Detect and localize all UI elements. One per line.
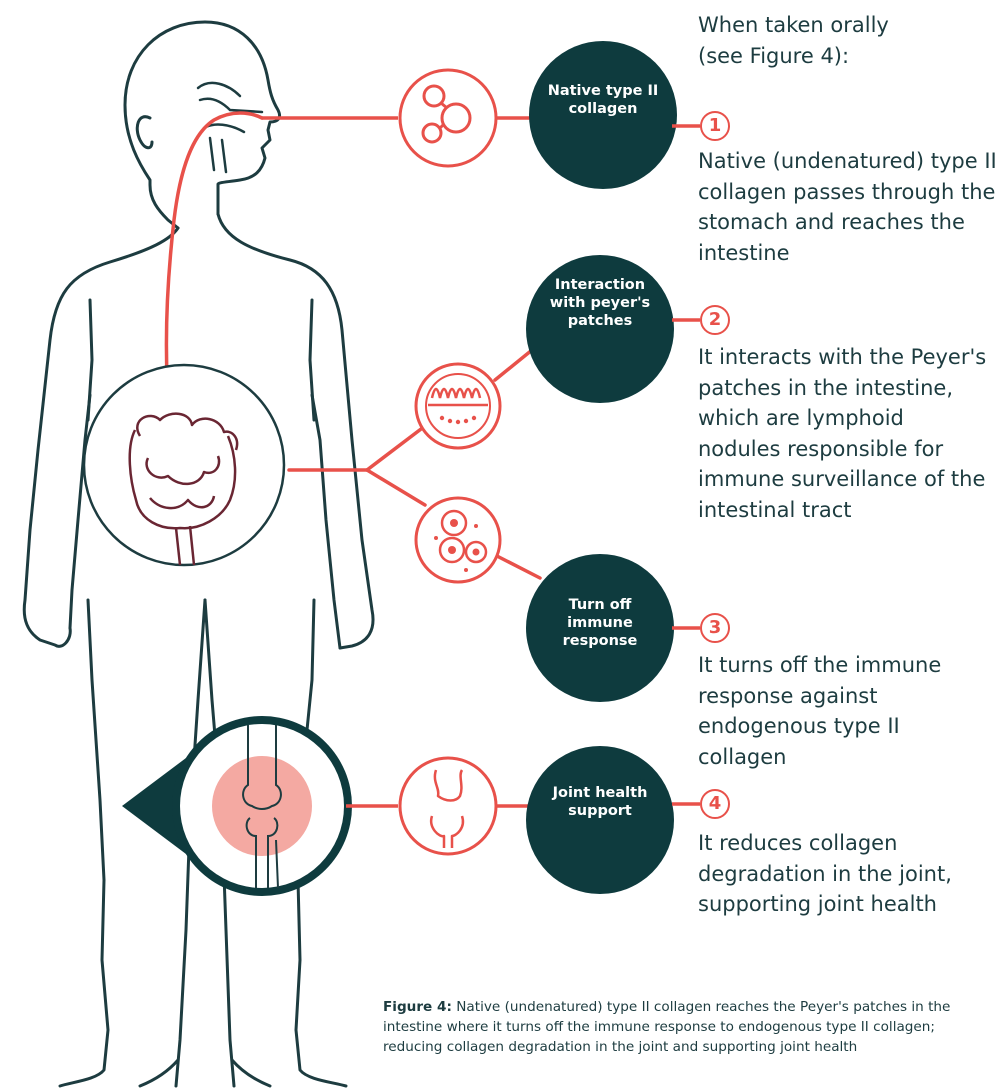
- step-text-3: It turns off the immune response against…: [698, 650, 958, 772]
- step-text-1: Native (undenatured) type II collagen pa…: [698, 146, 998, 268]
- figure-caption: Figure 4: Native (undenatured) type II c…: [383, 997, 993, 1057]
- collagen-molecule-icon: [400, 70, 496, 166]
- node-circle-joint: [526, 746, 674, 894]
- step-number-2: 2: [700, 305, 730, 335]
- mouth-detail: [198, 83, 262, 172]
- node-label-joint: Joint health support: [548, 784, 652, 820]
- step-number-1: 1: [700, 111, 730, 141]
- step-number-3: 3: [700, 613, 730, 643]
- connectors: [289, 118, 540, 806]
- intro-text: When taken orally (see Figure 4):: [698, 10, 898, 71]
- joint-icon: [400, 758, 496, 854]
- knee-inflammation: [212, 756, 312, 856]
- node-label-turnoff: Turn off immune response: [545, 596, 655, 650]
- caption-text: Native (undenatured) type II collagen re…: [383, 999, 950, 1055]
- node-label-interaction: Interaction with peyer's patches: [535, 276, 665, 330]
- step-number-4: 4: [700, 789, 730, 819]
- step-text-4: It reduces collagen degradation in the j…: [698, 828, 998, 920]
- step-text-2: It interacts with the Peyer's patches in…: [698, 342, 988, 525]
- caption-label: Figure 4:: [383, 999, 452, 1015]
- node-label-collagen: Native type II collagen: [538, 82, 668, 118]
- peyers-patch-icon: [416, 364, 500, 448]
- number-connectors: [672, 126, 700, 804]
- immune-cells-icon: [416, 498, 500, 582]
- intestine-lens: [84, 365, 284, 565]
